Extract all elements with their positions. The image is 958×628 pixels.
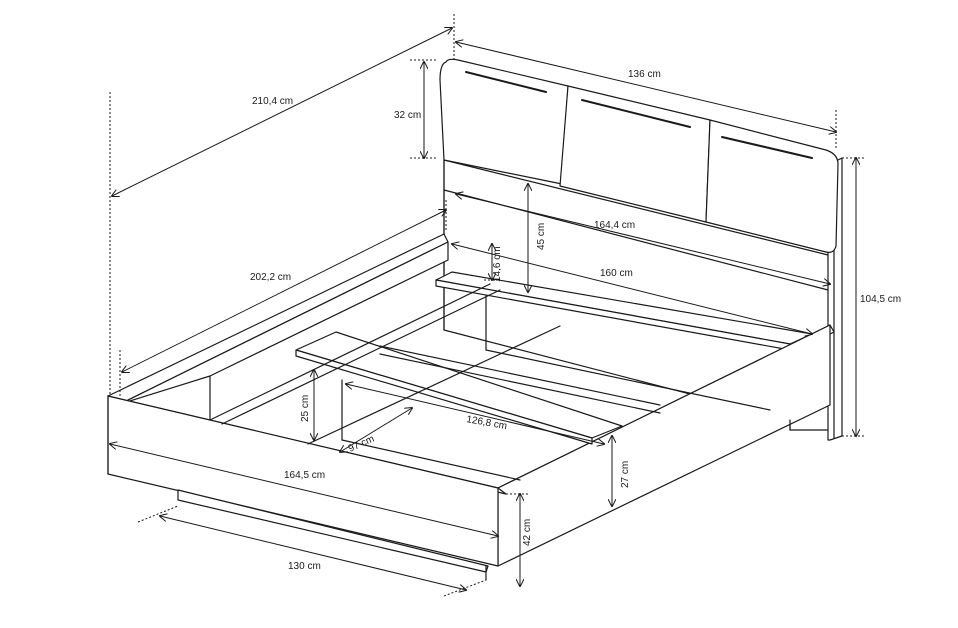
dimension-lines	[110, 14, 866, 597]
label-frame-width: 164,5 cm	[284, 470, 325, 481]
label-bed-height: 42 cm	[522, 519, 533, 546]
slat-board-front-edge	[295, 349, 593, 445]
label-inner-depth: 25 cm	[300, 395, 311, 422]
label-overall-length: 210,4 cm	[252, 96, 293, 107]
dim-line-base-width	[160, 516, 466, 590]
dim-line-headboard-width	[456, 42, 836, 132]
dim-line-inner-width	[452, 244, 812, 334]
label-shelf-height: 14,6 cm	[492, 246, 503, 282]
label-cushion-height: 32 cm	[394, 110, 421, 121]
label-panel-height: 45 cm	[536, 223, 547, 250]
dim-line-overall-length	[112, 28, 452, 196]
label-base-width: 130 cm	[288, 561, 321, 572]
label-frame-length: 202,2 cm	[250, 272, 291, 283]
label-headboard-height: 104,5 cm	[860, 294, 901, 305]
label-headboard-total-width: 164,4 cm	[594, 220, 635, 231]
dim-line-frame-length	[122, 210, 446, 372]
label-headboard-width: 136 cm	[628, 69, 661, 80]
label-side-height: 27 cm	[620, 461, 631, 488]
label-inner-width: 160 cm	[600, 268, 633, 279]
label-slat-length: 97 cm	[347, 434, 376, 455]
dim-line-slat-width	[346, 384, 604, 444]
